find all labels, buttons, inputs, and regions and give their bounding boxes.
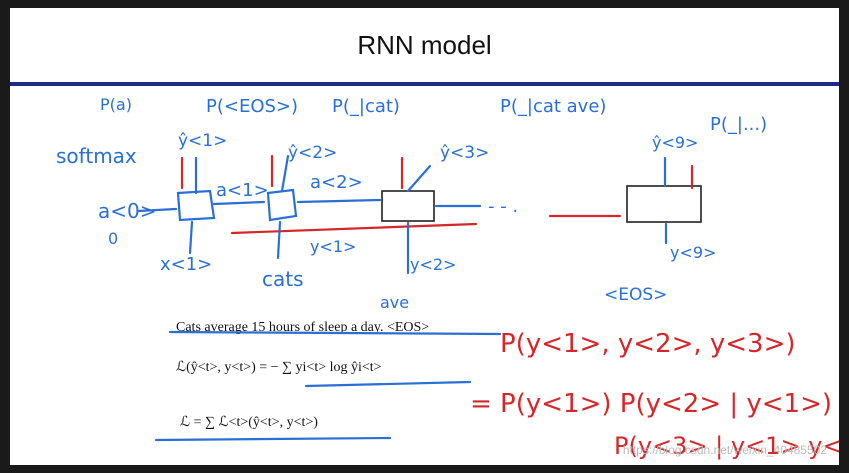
loss-step-equation: ℒ(ŷ<t>, y<t>) = − ∑ yi<t> log ŷi<t> [176, 360, 382, 375]
softmax-label: softmax [56, 144, 137, 168]
dots-label: - - . [488, 196, 518, 217]
a0-label: a<0> [98, 199, 157, 223]
eq2-underline [154, 436, 392, 442]
slide-title: RNN model [357, 30, 492, 60]
handwritten-annotations: softmax P(a) P(<EOS>) P(_|cat) P(_|cat a… [56, 95, 839, 460]
ave-label: ave [380, 293, 409, 312]
p-a-label: P(a) [100, 95, 132, 114]
yhat3-label: ŷ<3> [440, 143, 489, 163]
sentence-underline [168, 330, 502, 336]
up-arrow-2 [280, 154, 290, 193]
rnn-cell-9 [626, 185, 702, 223]
in-arrow-2 [276, 220, 282, 260]
example-sentence: Cats average 15 hours of sleep a day. <E… [176, 320, 430, 335]
p-given-cat-ave-label: P(_|cat ave) [500, 96, 606, 117]
a1-label: a<1> [216, 180, 269, 201]
a2-label: a<2> [310, 172, 363, 193]
rnn-cell-3 [381, 190, 435, 222]
p-given-dots-label: P(_|...) [710, 114, 767, 135]
rnn-cell-2 [266, 188, 298, 222]
backprop-line [230, 222, 478, 235]
y1-label: y<1> [310, 237, 356, 256]
loss-total-equation: ℒ = ∑ ℒ<t>(ŷ<t>, y<t>) [180, 415, 318, 430]
eq1-underline [304, 380, 472, 388]
watermark: https://blog.csdn.net/weixin_40485502 [622, 443, 827, 457]
rnn-cell-1 [176, 189, 216, 222]
yhat2-label: ŷ<2> [288, 143, 337, 163]
p-eos-label: P(<EOS>) [206, 96, 298, 117]
y2-label: y<2> [410, 255, 456, 274]
eos-label: <EOS> [604, 285, 667, 305]
arrow-a1 [212, 200, 266, 206]
zero-label: 0 [108, 229, 118, 248]
chain-rule-line-2: P(y<3> | y<1> y<2>) [614, 432, 839, 460]
yhat1-label: ŷ<1> [178, 131, 227, 151]
arrow-a0 [136, 207, 178, 213]
p-given-cat-label: P(_|cat) [332, 96, 400, 117]
up-arrow-3 [406, 164, 432, 193]
in-arrow-1 [188, 220, 194, 255]
y9-label: y<9> [670, 243, 716, 262]
arrow-a2 [296, 198, 382, 204]
chain-rule-line-1: = P(y<1>) P(y<2> | y<1>) [470, 389, 832, 419]
joint-probability: P(y<1>, y<2>, y<3>) [500, 329, 796, 359]
cats-label: cats [262, 267, 304, 291]
yhat9-label: ŷ<9> [652, 133, 698, 152]
slide: RNN model Cats average 15 hours of sleep… [10, 8, 839, 465]
x1-label: x<1> [160, 254, 212, 275]
title-rule [10, 82, 839, 86]
